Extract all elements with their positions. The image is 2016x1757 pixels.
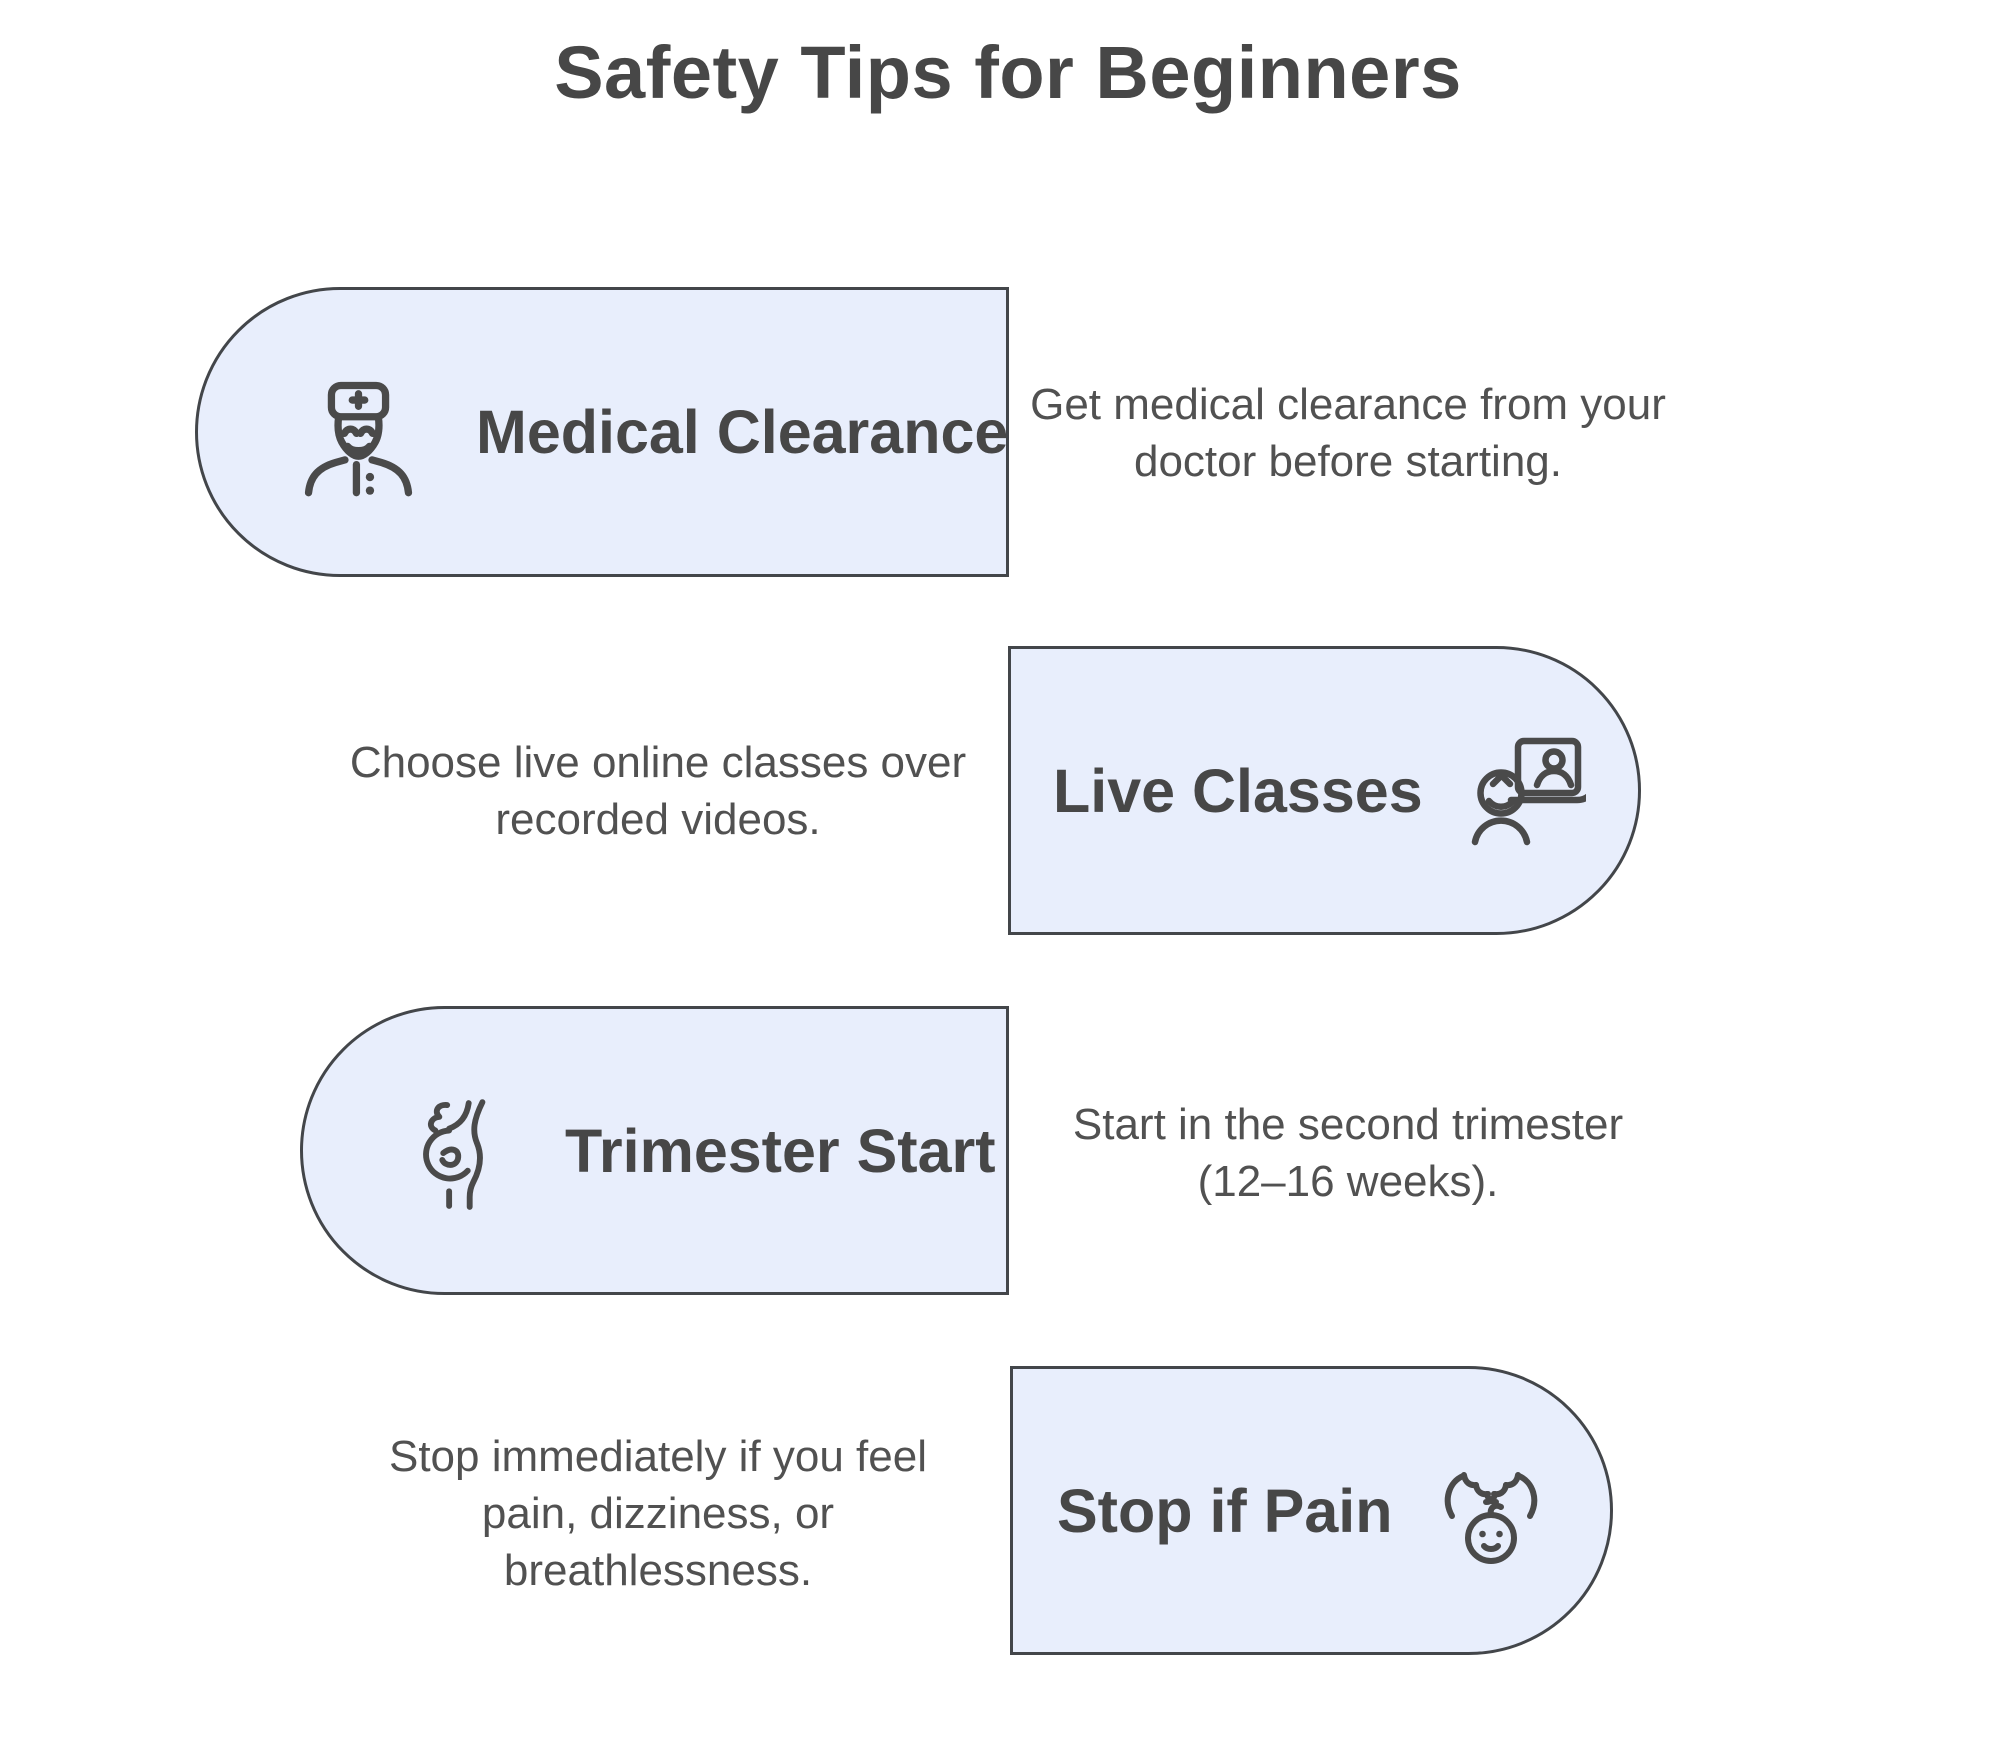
- tip-card-medical-clearance: Medical Clearance: [195, 287, 1009, 577]
- tip-label: Stop if Pain: [1057, 1476, 1393, 1545]
- tip-description: Stop immediately if you feel pain, dizzi…: [388, 1432, 928, 1595]
- pregnant-woman-icon: [408, 1097, 502, 1215]
- video-call-icon: [1471, 734, 1586, 847]
- tip-card-stop-if-pain: Stop if Pain: [1010, 1366, 1613, 1655]
- tip-label: Live Classes: [1053, 756, 1423, 825]
- page-title: Safety Tips for Beginners: [554, 31, 1462, 114]
- tip-label: Trimester Start: [565, 1116, 996, 1185]
- tip-card-trimester-start: Trimester Start: [300, 1006, 1009, 1295]
- hands-over-head-icon: [1433, 1452, 1549, 1570]
- doctor-icon: [296, 373, 421, 500]
- tip-card-live-classes: Live Classes: [1008, 646, 1641, 935]
- tip-label: Medical Clearance: [476, 398, 1009, 466]
- tip-description: Choose live online classes over recorded…: [349, 738, 967, 844]
- tip-description: Start in the second trimester (12–16 wee…: [1072, 1100, 1624, 1206]
- tip-description: Get medical clearance from your doctor b…: [1030, 380, 1666, 486]
